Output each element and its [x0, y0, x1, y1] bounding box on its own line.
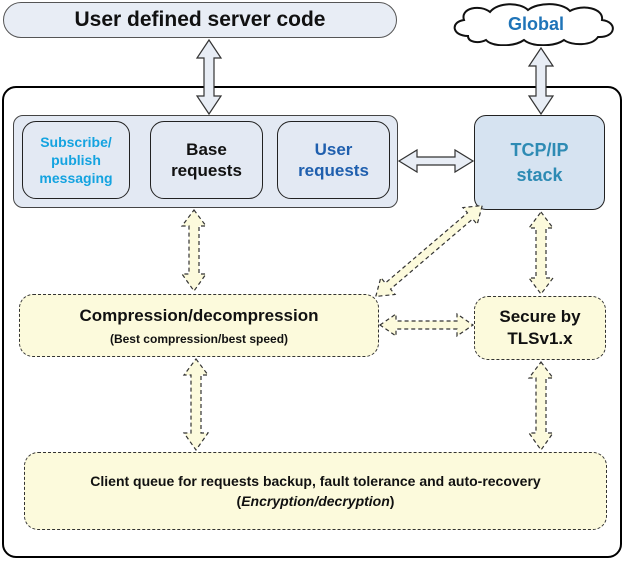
global-label: Global [507, 13, 564, 34]
subscribe-line-1: Subscribe/ [40, 134, 112, 150]
subscribe-line-3: messaging [39, 170, 113, 186]
user-requests-box: User requests [277, 121, 390, 199]
tcp-line-1: TCP/IP [510, 139, 569, 160]
arrow-compression-to-queue [182, 358, 210, 452]
user-line-2: requests [298, 161, 369, 180]
arrow-requests-to-compression [180, 209, 208, 293]
arrow-top-to-requests [195, 38, 223, 116]
compression-subtitle: (Best compression/best speed) [109, 331, 289, 346]
tls-line-1: Secure by [499, 307, 581, 326]
tls-line-2: TLSv1.x [507, 329, 573, 348]
arrow-global-to-tcp [527, 46, 555, 116]
tcp-ip-stack-box: TCP/IP stack [474, 115, 605, 210]
tls-box: Secure by TLSv1.x [474, 296, 606, 360]
client-queue-box: Client queue for requests backup, fault … [24, 452, 607, 530]
user-line-1: User [314, 140, 353, 159]
compression-title: Compression/decompression [79, 305, 319, 325]
base-line-2: requests [171, 161, 242, 180]
subscribe-line-2: publish [51, 152, 101, 168]
base-requests-box: Base requests [150, 121, 263, 199]
queue-paren-open: ( [236, 493, 242, 509]
base-line-1: Base [186, 140, 227, 159]
arrow-compression-to-tcp [374, 204, 484, 298]
tcp-line-2: stack [516, 164, 563, 185]
queue-paren-italic: Encryption/decryption [241, 493, 390, 509]
user-defined-server-code-label: User defined server code [74, 8, 326, 31]
arrow-tls-to-queue [527, 361, 555, 452]
global-cloud-shape [453, 3, 614, 46]
queue-paren-close: ) [389, 493, 395, 509]
arrow-compression-to-tls [378, 312, 475, 338]
arrow-tcp-to-tls [527, 211, 555, 295]
subscribe-publish-messaging-box: Subscribe/ publish messaging [22, 121, 130, 199]
queue-line-1: Client queue for requests backup, fault … [90, 473, 541, 489]
arrow-requests-to-tcp [397, 148, 475, 174]
queue-line-2: (Encryption/decryption) [237, 491, 395, 511]
compression-box: Compression/decompression (Best compress… [19, 294, 379, 357]
user-defined-server-code-box: User defined server code [3, 2, 397, 38]
